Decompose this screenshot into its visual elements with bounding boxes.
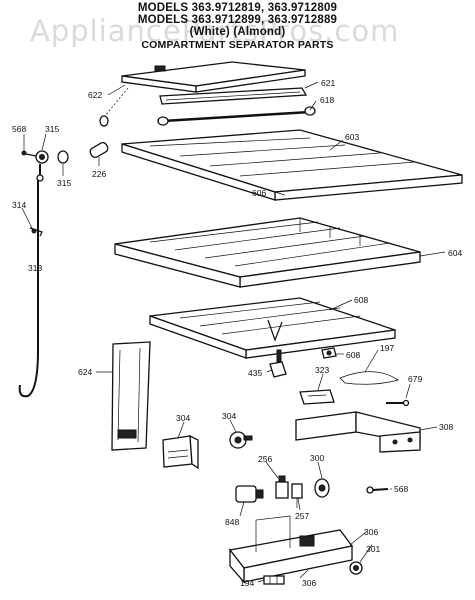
part-313-control-rod[interactable] bbox=[18, 164, 44, 398]
callout-604: 604 bbox=[448, 248, 462, 258]
part-306-lower-housing[interactable] bbox=[228, 515, 354, 584]
callout-621: 621 bbox=[321, 78, 335, 88]
callout-622: 622 bbox=[88, 90, 102, 100]
part-568-screw[interactable] bbox=[366, 486, 389, 494]
callout-labels: 622 621 618 568 315 315 226 603 606 314 … bbox=[12, 78, 462, 588]
callout-606: 606 bbox=[252, 188, 266, 198]
callout-315: 315 bbox=[45, 124, 59, 134]
part-304-box[interactable] bbox=[162, 434, 199, 470]
leader-lines bbox=[21, 81, 446, 583]
callout-608: 608 bbox=[354, 295, 368, 305]
callout-608-clip: 608 bbox=[346, 350, 360, 360]
callout-226: 226 bbox=[92, 169, 106, 179]
part-194-clip[interactable] bbox=[263, 575, 285, 585]
callout-618: 618 bbox=[320, 95, 334, 105]
part-622-cover[interactable] bbox=[121, 61, 306, 93]
part-608-clip[interactable] bbox=[321, 347, 337, 359]
part-315-knob-assembly[interactable] bbox=[21, 150, 69, 164]
callout-314: 314 bbox=[12, 200, 26, 210]
callout-568-lower: 568 bbox=[394, 484, 408, 494]
callout-435: 435 bbox=[248, 368, 262, 378]
diagram-title: COMPARTMENT SEPARATOR PARTS bbox=[141, 39, 334, 51]
callout-624: 624 bbox=[78, 367, 92, 377]
part-308-housing[interactable] bbox=[295, 411, 421, 453]
part-301-knob[interactable] bbox=[349, 561, 363, 575]
callout-300: 300 bbox=[310, 453, 324, 463]
part-304-dial[interactable] bbox=[229, 431, 253, 449]
callout-308: 308 bbox=[439, 422, 453, 432]
part-679-screw[interactable] bbox=[386, 399, 410, 407]
part-323-bracket[interactable] bbox=[299, 389, 335, 405]
callout-603: 603 bbox=[345, 132, 359, 142]
callout-197: 197 bbox=[380, 343, 394, 353]
callout-848: 848 bbox=[225, 517, 239, 527]
callout-679: 679 bbox=[408, 374, 422, 384]
part-197-spring[interactable] bbox=[339, 371, 399, 385]
part-226-grommet[interactable] bbox=[89, 115, 110, 159]
watermark: AppliancePartsPros.com bbox=[30, 14, 400, 48]
part-256-connector[interactable] bbox=[275, 475, 289, 499]
callout-313: 313 bbox=[28, 263, 42, 273]
callout-304-box: 304 bbox=[176, 413, 190, 423]
callout-256: 256 bbox=[258, 454, 272, 464]
part-848-lamp-socket[interactable] bbox=[235, 485, 264, 503]
callout-315-lower: 315 bbox=[57, 178, 71, 188]
part-314-clip[interactable] bbox=[29, 227, 43, 237]
part-621-rail[interactable] bbox=[159, 87, 308, 105]
part-435-knob[interactable] bbox=[269, 349, 287, 378]
callout-306-lower: 306 bbox=[302, 578, 316, 588]
callout-304-dial: 304 bbox=[222, 411, 236, 421]
part-604-tray[interactable] bbox=[114, 217, 421, 288]
callout-257: 257 bbox=[295, 511, 309, 521]
callout-568: 568 bbox=[12, 124, 26, 134]
models-line-2: MODELS 363.9712899, 363.9712889 bbox=[137, 14, 338, 26]
part-608-lower-tray[interactable] bbox=[149, 297, 396, 359]
callout-301: 301 bbox=[366, 544, 380, 554]
part-618-rod[interactable] bbox=[157, 106, 316, 126]
callout-306: 306 bbox=[364, 527, 378, 537]
models-line-1: MODELS 363.9712819, 363.9712809 bbox=[137, 2, 338, 14]
part-624-panel[interactable] bbox=[111, 341, 151, 451]
part-300-switch[interactable] bbox=[314, 478, 330, 498]
callout-194: 194 bbox=[240, 578, 254, 588]
callout-323: 323 bbox=[315, 365, 329, 375]
part-257-terminal[interactable] bbox=[291, 483, 303, 508]
part-603-shelf[interactable] bbox=[121, 129, 463, 201]
color-variants: (White) (Almond) bbox=[189, 26, 286, 38]
